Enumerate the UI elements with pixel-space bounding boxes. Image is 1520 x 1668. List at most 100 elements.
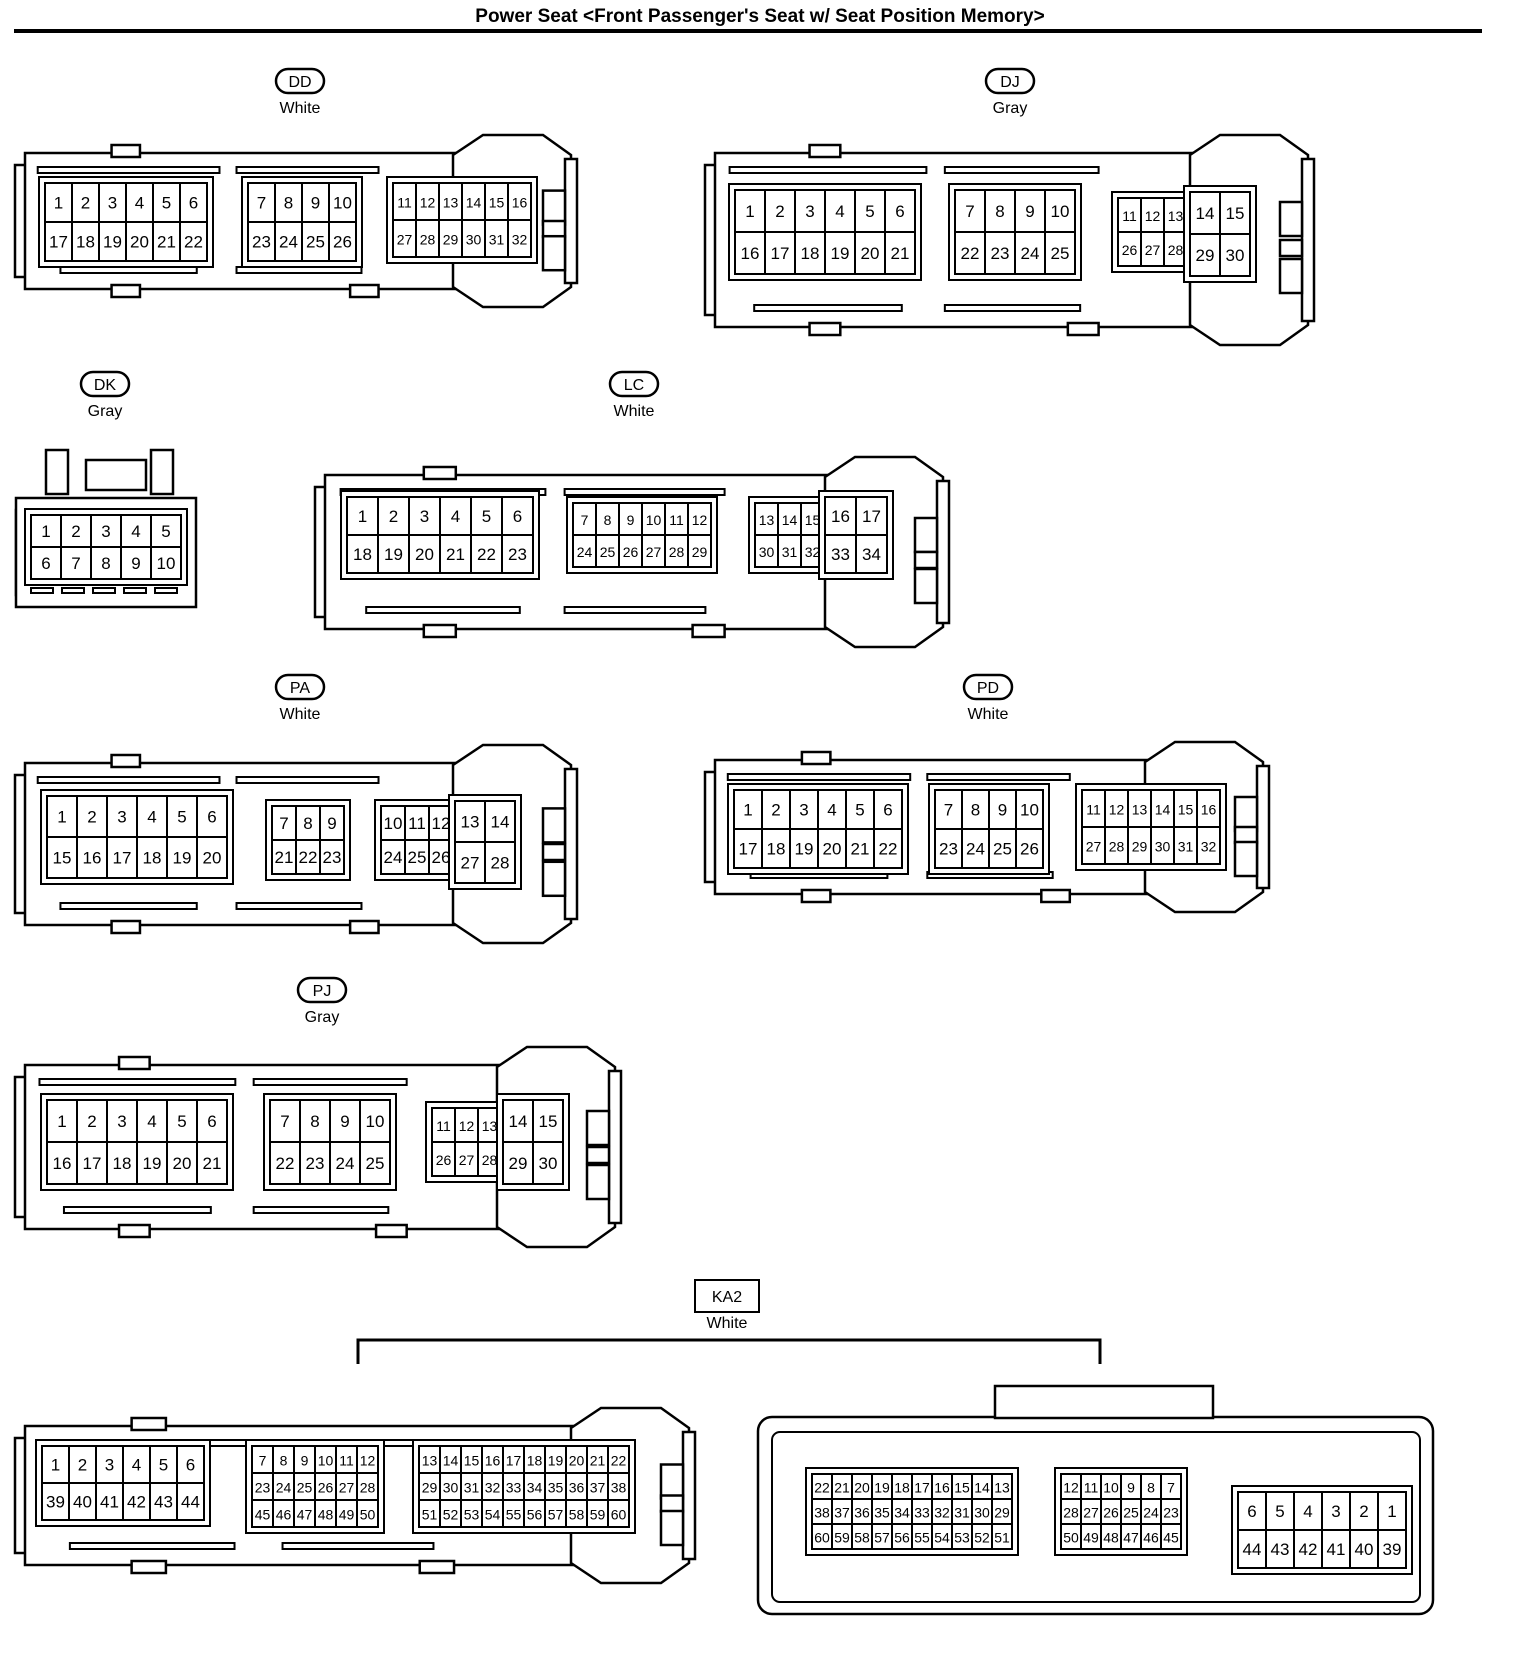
pin-number: 1 xyxy=(745,202,754,221)
bottom-lug xyxy=(117,1223,151,1239)
latch-window xyxy=(1233,840,1259,878)
pin-number: 39 xyxy=(46,1493,65,1512)
pin-number: 40 xyxy=(1355,1540,1374,1559)
latch-window xyxy=(585,1163,611,1201)
pin-cell xyxy=(961,828,990,869)
pin-number: 3 xyxy=(420,507,429,526)
pin-cell xyxy=(301,182,330,223)
pin-cell xyxy=(301,221,330,262)
pin-number: 33 xyxy=(831,545,850,564)
pin-number: 22 xyxy=(961,244,980,263)
pin-number: 10 xyxy=(157,554,176,573)
pin-number: 8 xyxy=(310,1112,319,1131)
bottom-lug xyxy=(348,919,380,935)
pin-number: 35 xyxy=(548,1480,564,1496)
pin-number: 5 xyxy=(855,801,864,820)
pin-number: 31 xyxy=(464,1480,480,1496)
connector-color: White xyxy=(968,706,1009,723)
pin-number: 20 xyxy=(415,545,434,564)
pin-number: 59 xyxy=(590,1507,606,1523)
pin-number: 26 xyxy=(1103,1505,1119,1521)
latch-window xyxy=(659,1509,685,1547)
pin-number: 28 xyxy=(360,1480,376,1496)
pin-cell xyxy=(149,1482,178,1521)
rail-slot xyxy=(728,166,928,174)
pin-number: 12 xyxy=(432,814,451,833)
pin-number: 14 xyxy=(1196,204,1215,223)
bottom-lug xyxy=(808,321,842,337)
pin-cell xyxy=(532,1141,564,1185)
pin-cell xyxy=(196,795,228,838)
rail-slot xyxy=(252,1078,408,1086)
pin-number: 1 xyxy=(51,1456,60,1475)
pin-number: 19 xyxy=(143,1154,162,1173)
pin-number: 50 xyxy=(360,1507,376,1523)
pin-number: 13 xyxy=(422,1453,438,1469)
latch-rib xyxy=(563,767,579,921)
pin-number: 15 xyxy=(539,1112,558,1131)
pin-cell xyxy=(934,828,963,869)
latch-window xyxy=(541,234,567,272)
pin-number: 31 xyxy=(782,544,798,560)
pin-cell xyxy=(1014,231,1046,275)
pin-number: 26 xyxy=(436,1152,452,1168)
pin-number: 7 xyxy=(280,1112,289,1131)
pin-number: 28 xyxy=(1109,839,1125,855)
latch-window xyxy=(541,807,567,844)
pin-cell xyxy=(71,182,100,223)
pin-cell xyxy=(46,795,78,838)
pin-number: 25 xyxy=(366,1154,385,1173)
pin-number: 29 xyxy=(509,1154,528,1173)
pin-number: 26 xyxy=(1122,242,1138,258)
pin-number: 4 xyxy=(451,507,460,526)
pin-number: 15 xyxy=(489,195,505,211)
pin-number: 52 xyxy=(443,1507,459,1523)
pin-number: 55 xyxy=(914,1530,930,1546)
pin-cell xyxy=(884,231,916,275)
pin-number: 12 xyxy=(1145,208,1161,224)
pin-number: 5 xyxy=(177,808,186,827)
pin-number: 20 xyxy=(569,1453,585,1469)
pin-number: 7 xyxy=(944,801,953,820)
pin-number: 27 xyxy=(1083,1505,1099,1521)
pin-number: 20 xyxy=(854,1480,870,1496)
pin-number: 14 xyxy=(1155,802,1171,818)
lock-notch xyxy=(84,458,148,492)
pin-number: 25 xyxy=(1123,1505,1139,1521)
top-lug xyxy=(808,143,842,159)
pin-cell xyxy=(854,189,886,233)
pin-number: 7 xyxy=(257,194,266,213)
pin-cell xyxy=(1265,1529,1295,1569)
pin-number: 46 xyxy=(1143,1530,1159,1546)
pin-number: 56 xyxy=(894,1530,910,1546)
pin-number: 1 xyxy=(743,801,752,820)
pin-number: 9 xyxy=(301,1453,309,1469)
pin-cell xyxy=(152,182,181,223)
pin-number: 15 xyxy=(805,512,821,528)
pin-number: 6 xyxy=(513,507,522,526)
pin-cell xyxy=(106,836,138,879)
pin-number: 30 xyxy=(466,232,482,248)
pin-number: 18 xyxy=(801,244,820,263)
pin-number: 51 xyxy=(422,1507,438,1523)
latch-window xyxy=(913,567,939,605)
connector-code: PJ xyxy=(313,983,332,1000)
rail-slot xyxy=(926,773,1071,781)
pin-number: 9 xyxy=(340,1112,349,1131)
pin-number: 25 xyxy=(993,840,1012,859)
pin-cell xyxy=(68,1482,97,1521)
pin-number: 15 xyxy=(53,849,72,868)
pin-cell xyxy=(507,219,532,258)
pin-cell xyxy=(136,795,168,838)
pin-cell xyxy=(454,841,486,884)
pin-number: 12 xyxy=(1109,802,1125,818)
pin-cell xyxy=(46,1141,78,1185)
pin-cell xyxy=(884,189,916,233)
connector-color: White xyxy=(280,100,321,117)
